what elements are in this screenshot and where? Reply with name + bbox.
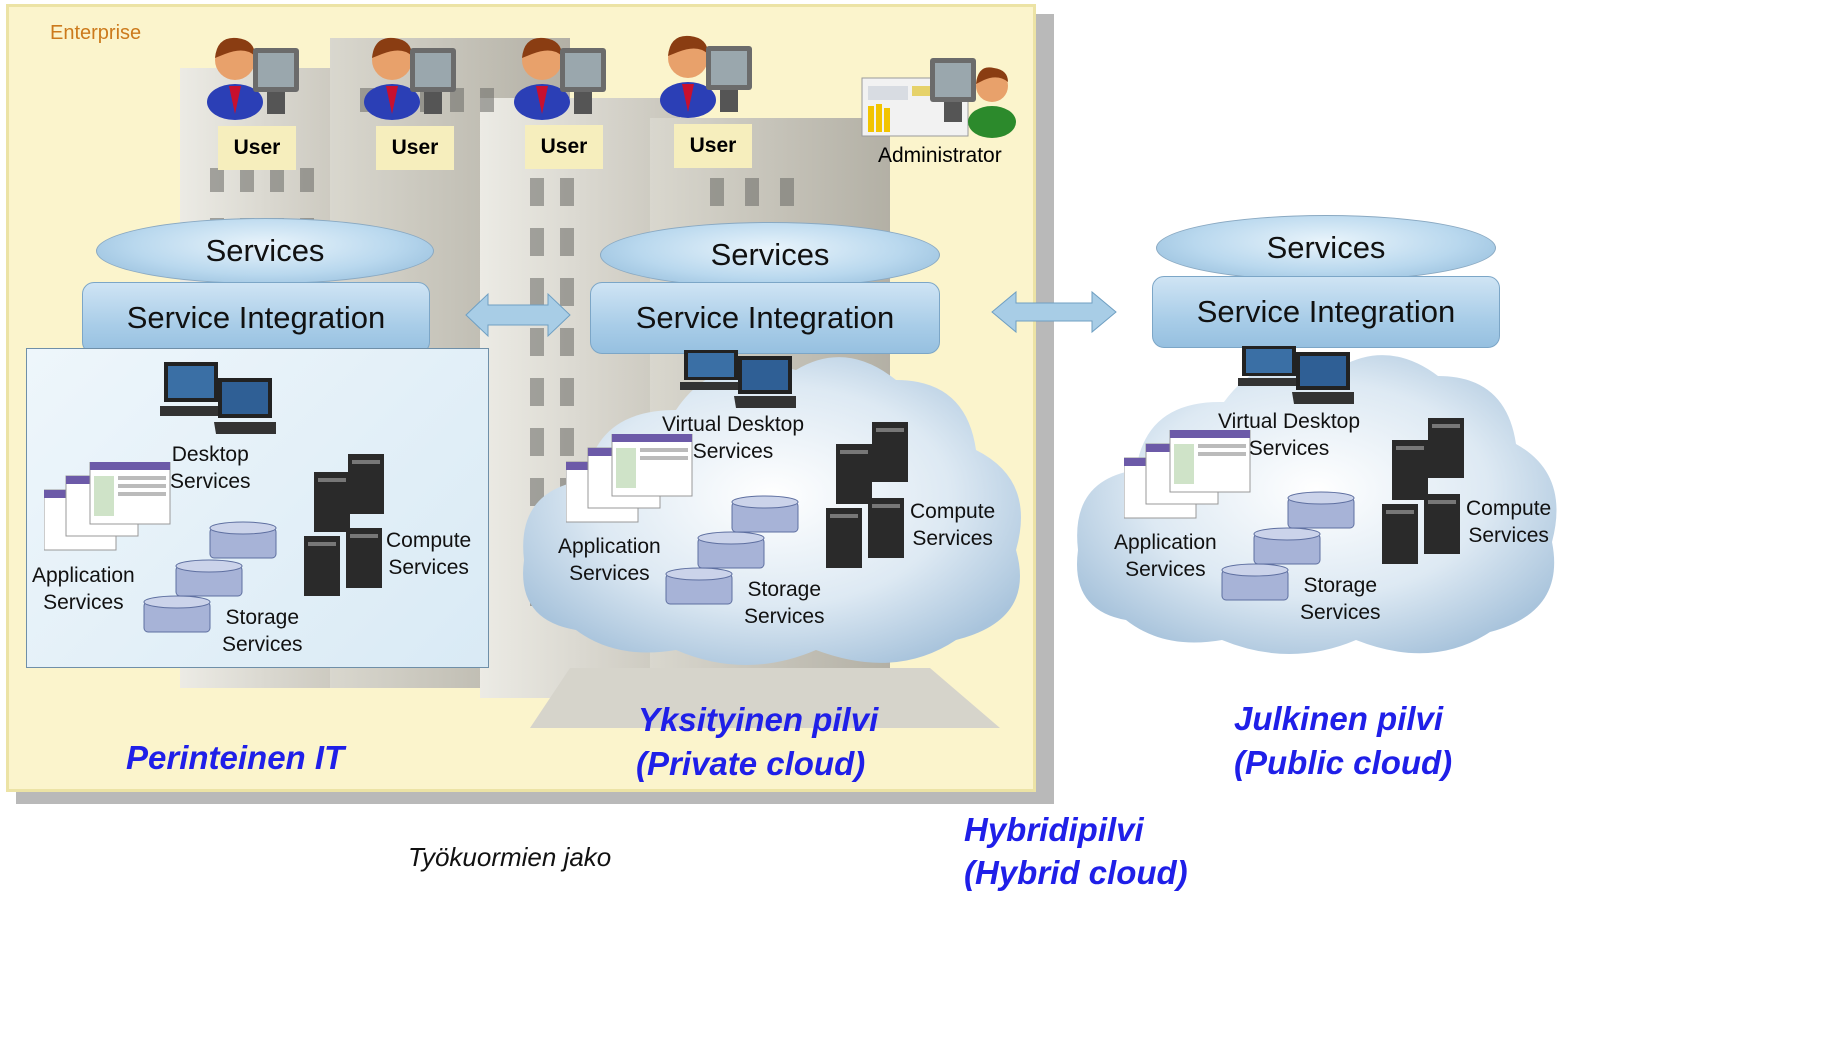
service-integration-private: Service Integration [590, 282, 940, 354]
hybrid-cloud-title-line1: Hybridipilvi [964, 811, 1144, 848]
double-arrow-icon [991, 290, 1117, 334]
user-label: User [674, 124, 752, 168]
user-workstation-icon [364, 37, 456, 120]
compute-servers-icon [304, 454, 384, 596]
hybrid-cloud-title-line2: (Hybrid cloud) [964, 854, 1188, 891]
public-cloud-title-line1: Julkinen pilvi [1234, 700, 1444, 737]
services-ellipse-public: Services [1156, 215, 1496, 281]
services-ellipse-traditional: Services [96, 218, 434, 284]
application-services-label: Application Services [32, 564, 135, 614]
storage-disks-icon [143, 521, 277, 633]
user-workstation-icon [207, 37, 299, 120]
application-windows-icon [44, 462, 171, 551]
user-workstation-icon [514, 37, 606, 120]
laptop-icon [160, 362, 276, 434]
service-integration-public: Service Integration [1152, 276, 1500, 348]
user-label: User [376, 126, 454, 170]
administrator-label: Administrator [878, 144, 1002, 167]
desktop-services-label: Desktop Services [170, 443, 251, 493]
compute-servers-icon [826, 422, 908, 568]
administrator-console-icon [861, 58, 1016, 138]
storage-services-label: Storage Services [222, 606, 303, 656]
application-windows-icon [1124, 430, 1251, 519]
compute-services-label: Compute Services [910, 500, 996, 550]
compute-servers-icon [1382, 418, 1464, 564]
user-label: User [218, 126, 296, 170]
compute-services-label: Compute Services [386, 529, 472, 579]
virtual-desktop-services-label: Virtual Desktop Services [662, 413, 805, 463]
public-cloud-title-line2: (Public cloud) [1234, 744, 1453, 781]
enterprise-label: Enterprise [50, 22, 142, 44]
compute-services-label: Compute Services [1466, 497, 1552, 547]
private-cloud-title-line1: Yksityinen pilvi [638, 701, 879, 738]
application-windows-icon [566, 434, 693, 523]
traditional-it-title: Perinteinen IT [126, 739, 345, 776]
double-arrow-icon [465, 292, 571, 338]
storage-services-label: Storage Services [1300, 574, 1381, 624]
user-workstation-icon [660, 35, 752, 118]
storage-services-label: Storage Services [744, 578, 825, 628]
application-services-label: Application Services [558, 535, 661, 585]
laptop-icon [1238, 346, 1354, 404]
storage-disks-icon [665, 495, 799, 605]
user-label: User [525, 125, 603, 169]
laptop-icon [680, 350, 796, 408]
application-services-label: Application Services [1114, 531, 1217, 581]
virtual-desktop-services-label: Virtual Desktop Services [1218, 410, 1361, 460]
private-cloud-title-line2: (Private cloud) [636, 745, 866, 782]
storage-disks-icon [1221, 491, 1355, 601]
services-ellipse-private: Services [600, 222, 940, 288]
workload-distribution-caption: Työkuormien jako [408, 842, 612, 872]
service-integration-traditional: Service Integration [82, 282, 430, 354]
